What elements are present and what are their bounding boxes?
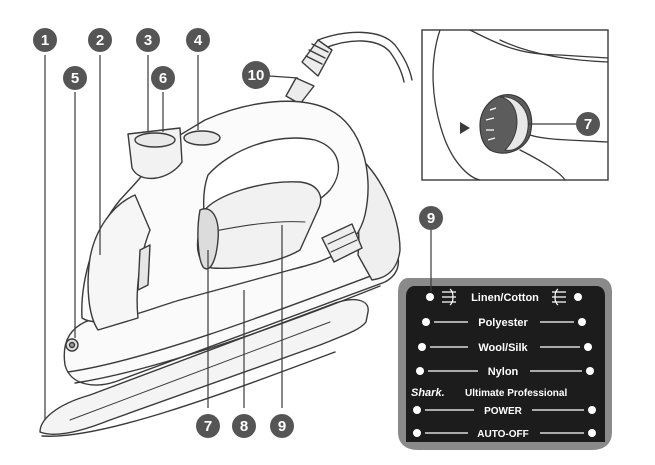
callout-10-label: 10	[248, 67, 265, 84]
callout-5: 5	[63, 66, 87, 90]
fabric-row-polyester: Polyester	[422, 317, 586, 329]
arrow-indicator-icon	[460, 122, 470, 134]
model-name: Ultimate Professional	[465, 388, 567, 399]
steam-wave-left-icon	[442, 288, 456, 306]
callout-3-label: 3	[144, 32, 152, 49]
callout-10: 10	[242, 61, 270, 89]
indicator-label-auto-off: AUTO-OFF	[477, 429, 528, 440]
fabric-row-wool-silk: Wool/Silk	[418, 342, 592, 354]
indicator-label-power: POWER	[484, 406, 523, 417]
fabric-label-nylon: Nylon	[488, 366, 519, 378]
cord-swivel	[301, 39, 333, 77]
spray-button	[134, 132, 176, 148]
callout-6: 6	[151, 66, 175, 90]
leader-lines	[44, 55, 299, 420]
callout-2-label: 2	[96, 32, 104, 49]
callout-5-label: 5	[71, 70, 79, 87]
callout-7-label: 7	[204, 418, 212, 435]
control-panel: Linen/Cotton Polyester Wool/Silk Nylon	[398, 206, 612, 450]
indicator-row-power: POWER	[406, 402, 605, 442]
callout-7: 7	[196, 414, 220, 438]
fabric-row-linen: Linen/Cotton	[426, 288, 582, 306]
callout-3: 3	[136, 28, 160, 52]
inset-callout-7-label: 7	[584, 116, 592, 133]
iron-illustration	[39, 31, 413, 437]
dial-inset: 7	[421, 29, 609, 181]
steam-dial	[197, 208, 219, 270]
panel-callout-9-label: 9	[427, 210, 435, 227]
steam-wave-right-icon	[552, 288, 566, 306]
callout-4-label: 4	[194, 32, 203, 49]
dial-icon	[479, 94, 533, 154]
side-vent	[321, 223, 363, 263]
callout-8-label: 8	[240, 418, 248, 435]
callout-2: 2	[88, 28, 112, 52]
callout-6-label: 6	[159, 70, 167, 87]
callout-9-label: 9	[278, 418, 286, 435]
callout-1-label: 1	[41, 32, 49, 49]
callout-4: 4	[186, 28, 210, 52]
fabric-label-wool-silk: Wool/Silk	[478, 342, 528, 354]
callout-8: 8	[232, 414, 256, 438]
callout-1: 1	[33, 28, 57, 52]
fabric-row-nylon: Nylon	[416, 366, 594, 378]
power-cord	[317, 31, 413, 81]
burst-button	[183, 130, 221, 146]
brand-strip: Shark. Ultimate Professional	[411, 387, 567, 399]
inset-callout-7: 7	[576, 112, 600, 136]
fabric-label-polyester: Polyester	[478, 317, 528, 329]
brand-logo: Shark.	[411, 387, 445, 399]
callout-9: 9	[270, 414, 294, 438]
panel-callout-9: 9	[419, 206, 443, 230]
fabric-label-linen: Linen/Cotton	[471, 292, 539, 304]
indicator-row-auto-off: AUTO-OFF	[413, 429, 596, 440]
